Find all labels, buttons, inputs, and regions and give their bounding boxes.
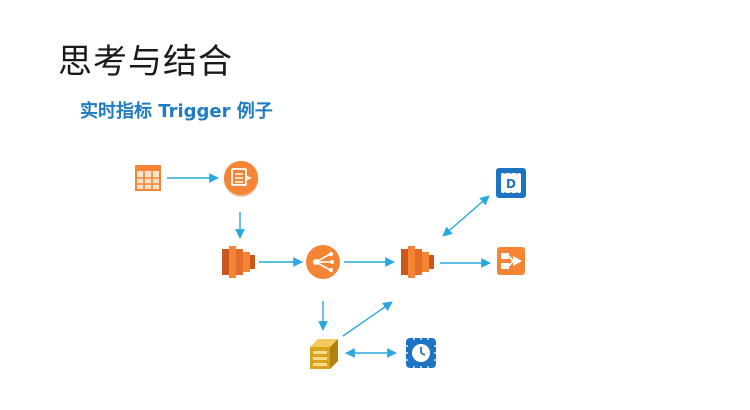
lambda-function-icon (222, 246, 255, 278)
slide-title: 思考与结合 (58, 42, 233, 82)
table-grid-icon (135, 165, 161, 191)
database-chip-icon: D (496, 168, 526, 198)
fanout-router-icon (306, 245, 340, 279)
edge-lambda2-database (442, 195, 490, 237)
edge-analytics-to-lambda2 (342, 301, 393, 337)
diagram-edges (167, 173, 491, 358)
timer-chip-icon (404, 336, 438, 370)
database-chip-label: D (506, 177, 516, 191)
data-stream-icon (224, 161, 258, 197)
slide-subtitle: 实时指标 Trigger 例子 (80, 101, 273, 122)
output-step-icon (497, 247, 525, 275)
analytics-stack-icon (310, 339, 338, 369)
lambda-function-icon (401, 246, 434, 278)
